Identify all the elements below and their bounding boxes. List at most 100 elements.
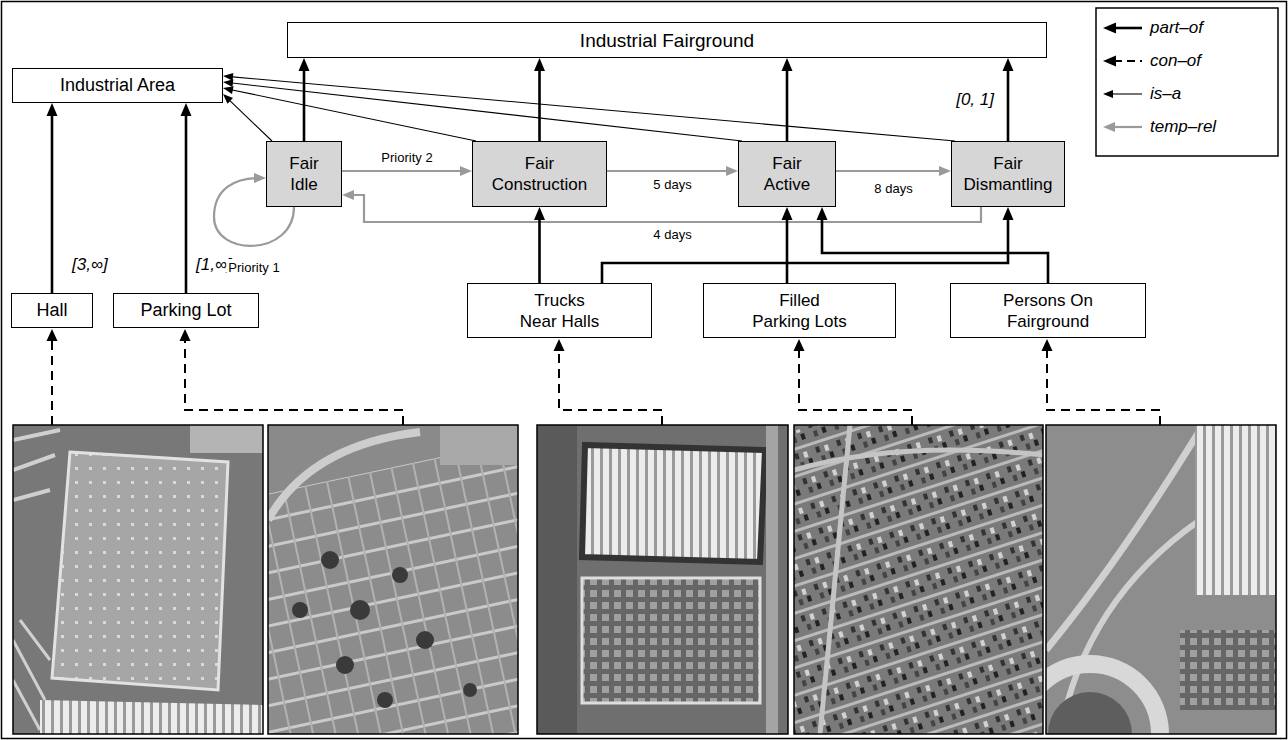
arrow-head xyxy=(534,58,545,71)
connector-line xyxy=(822,216,1048,283)
node-text: Industrial Area xyxy=(60,75,175,96)
temp-rel-arrow xyxy=(607,166,738,176)
legend-box xyxy=(1114,126,1142,128)
node-text: Fair Idle xyxy=(279,153,329,195)
persons-photo xyxy=(1046,425,1276,734)
temp-rel-arrow xyxy=(836,166,951,176)
edge-label: Priority 2 xyxy=(379,149,434,167)
edge-label: 5 days xyxy=(651,176,693,194)
connector-line xyxy=(350,195,981,222)
trucks-photo xyxy=(537,425,788,734)
persons-photo xyxy=(1195,425,1276,595)
hall-photo xyxy=(13,430,60,500)
connector-line xyxy=(607,170,730,172)
parking-lot-photo xyxy=(377,692,393,708)
arrow-head xyxy=(223,73,233,81)
connector-line xyxy=(230,77,955,141)
arrow-head xyxy=(460,166,472,176)
arrow-head xyxy=(939,166,951,176)
persons-photo xyxy=(1180,630,1276,710)
parking-lot-photo xyxy=(463,683,477,697)
parking-lot-photo xyxy=(440,425,518,465)
arrow-head xyxy=(223,94,233,104)
parking-lot-photo xyxy=(321,551,339,569)
arrow-head xyxy=(47,103,58,116)
edge-label: 8 days xyxy=(872,180,914,198)
connector-line xyxy=(303,67,306,141)
node-text: Persons On Fairground xyxy=(997,290,1099,332)
edge-label: [0, 1] xyxy=(954,91,996,109)
parking-lot-photo xyxy=(292,551,477,708)
node-text: Trucks Near Halls xyxy=(515,290,605,332)
is-a-arrow xyxy=(223,94,272,141)
is-a-arrow xyxy=(223,79,742,141)
photo-frames xyxy=(794,425,1043,734)
persons-photo xyxy=(1046,425,1276,734)
indicator-box: Trucks Near Halls xyxy=(467,283,652,338)
hall-photo xyxy=(13,425,263,734)
part-of-arrow xyxy=(47,103,58,293)
state-box: Fair Idle xyxy=(266,141,342,207)
con-of-heads xyxy=(1042,339,1053,351)
connector-line xyxy=(538,216,541,283)
con-of-lines xyxy=(185,338,403,425)
persons-photo xyxy=(1046,664,1160,734)
legend-box xyxy=(1114,60,1142,62)
is-a-arrow xyxy=(223,86,476,141)
parking-lot-photo xyxy=(416,631,434,649)
part-of-arrow xyxy=(534,207,545,283)
trucks-photo xyxy=(766,425,778,734)
top-concept-box: Industrial Fairground xyxy=(287,22,1047,58)
con-of-lines xyxy=(52,338,1160,425)
part-of-arrow xyxy=(817,207,1049,283)
con-of-heads xyxy=(794,339,805,351)
con-of-lines xyxy=(799,348,912,425)
photo-frames xyxy=(13,425,263,734)
arrow-head xyxy=(1003,207,1014,220)
con-of-lines xyxy=(1047,348,1160,425)
legend-box xyxy=(1096,8,1278,156)
legend-box xyxy=(1114,27,1142,30)
filled-parking-photo xyxy=(794,425,1043,734)
arrow-head xyxy=(254,173,266,183)
legend-text: temp–rel xyxy=(1150,116,1216,138)
part-of-arrow xyxy=(181,103,192,293)
parking-lot-photo xyxy=(336,656,354,674)
arrow-head xyxy=(782,58,793,71)
arrow-head xyxy=(726,166,738,176)
trucks-photo xyxy=(537,425,788,734)
connector-line xyxy=(228,99,272,141)
legend-box xyxy=(1096,8,1278,156)
photo-frames xyxy=(268,425,518,734)
con-of-heads xyxy=(554,339,565,351)
part-of-arrow xyxy=(534,58,545,141)
parking-lot-photo xyxy=(350,600,370,620)
con-of-lines xyxy=(559,348,662,425)
trucks-photo xyxy=(582,578,760,703)
arrow-head xyxy=(817,207,828,220)
connector-line xyxy=(342,170,464,172)
node-text: Industrial Fairground xyxy=(580,30,754,51)
node-text: Fair Construction xyxy=(481,153,599,195)
node-text: Parking Lot xyxy=(140,300,231,321)
filled-parking-photo xyxy=(794,425,1043,734)
hall-photo xyxy=(13,425,263,734)
parking-lot-photo xyxy=(392,567,408,583)
trucks-photo xyxy=(537,425,577,734)
photo-frames xyxy=(537,425,788,734)
arrow-head xyxy=(223,86,234,94)
indicator-box: Persons On Fairground xyxy=(950,283,1146,338)
con-of-lines xyxy=(51,338,53,425)
legend-box xyxy=(1103,122,1115,132)
legend-box xyxy=(1103,23,1116,34)
legend-box xyxy=(1112,93,1142,94)
hall-photo xyxy=(40,700,263,734)
node-text: Fair Dismantling xyxy=(959,153,1057,195)
hall-photo xyxy=(190,425,263,453)
node-text: Filled Parking Lots xyxy=(749,290,851,332)
con-of-heads xyxy=(180,329,191,341)
